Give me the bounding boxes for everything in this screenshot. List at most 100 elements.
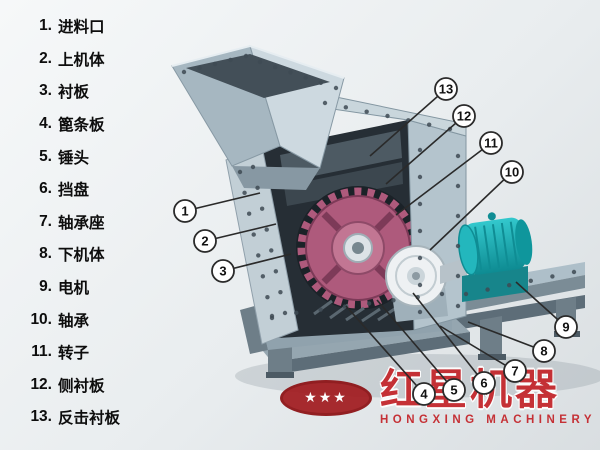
legend-item-number: 7. — [39, 212, 52, 230]
legend-item-label: 锤头 — [58, 149, 90, 167]
callout-line — [184, 192, 261, 212]
bolt-dot — [364, 109, 369, 114]
callout-line — [376, 299, 455, 391]
bolt-dot — [417, 147, 423, 153]
callout-line — [429, 171, 513, 251]
callout-circle — [412, 382, 436, 406]
callout-number: 7 — [511, 364, 518, 379]
bolt-dot — [455, 243, 461, 249]
callout-circle — [173, 199, 197, 223]
callout-circle — [442, 378, 466, 402]
bolt-dot — [269, 248, 274, 253]
legend-item-number: 8. — [39, 245, 52, 263]
legend-item-label: 进料口 — [58, 19, 105, 37]
legend-item-label: 挡盘 — [58, 182, 90, 200]
bolt-dot — [255, 185, 260, 191]
legend-item-number: 4. — [39, 115, 52, 133]
callout-circle — [532, 339, 556, 363]
legend-item: 12.侧衬板 — [12, 369, 120, 402]
bolt-dot — [417, 282, 423, 288]
bolt-dot — [455, 213, 461, 219]
callout-circle — [472, 371, 496, 395]
callout-number: 8 — [540, 344, 547, 359]
callout-number: 11 — [484, 136, 498, 151]
legend-item: 4.篦条板 — [12, 108, 120, 141]
bolt-dot — [250, 164, 256, 170]
legend-item: 1.进料口 — [12, 10, 120, 43]
legend-item: 9.电机 — [12, 271, 120, 304]
bolt-dot — [237, 169, 243, 175]
bolt-dot — [246, 211, 252, 216]
callout-number: 3 — [219, 264, 226, 279]
bolt-dot — [257, 59, 263, 65]
callout-6: 6 — [412, 292, 496, 395]
legend-item: 10.轴承 — [12, 303, 120, 336]
legend-item-number: 11. — [31, 343, 52, 361]
callout-number: 1 — [181, 204, 188, 219]
bolt-dot — [294, 310, 299, 316]
legend-item-label: 电机 — [58, 280, 90, 298]
bolt-dot — [303, 75, 308, 80]
bolt-dot — [273, 65, 278, 70]
legend-item-label: 上机体 — [58, 51, 105, 69]
bolt-dot — [251, 232, 256, 237]
bolt-dot — [417, 255, 423, 261]
legend-item: 2.上机体 — [12, 43, 120, 76]
bolt-dot — [269, 313, 275, 319]
callout-circle — [479, 131, 503, 155]
bolt-dot — [439, 291, 445, 297]
callout-13: 13 — [369, 77, 458, 157]
callout-line — [439, 325, 516, 372]
callout-number: 2 — [201, 234, 208, 249]
brand-logo-oval: ★★★ — [280, 379, 372, 416]
bolt-dot — [455, 183, 461, 189]
callout-circle — [554, 315, 578, 339]
callout-circle — [503, 359, 527, 383]
bolt-dot — [242, 190, 247, 196]
bolt-dot — [485, 287, 490, 292]
bolt-dot — [318, 80, 323, 86]
bolt-dot — [342, 304, 348, 309]
bolt-dot — [333, 85, 339, 91]
bolt-dot — [212, 61, 218, 67]
callout-number: 6 — [480, 376, 487, 391]
bolt-dot — [264, 227, 269, 232]
bolt-dot — [288, 70, 293, 75]
legend-item-label: 轴承座 — [58, 214, 105, 232]
bolt-dot — [571, 269, 577, 275]
callout-line — [369, 88, 447, 157]
callout-line — [204, 223, 277, 242]
callout-8: 8 — [467, 321, 556, 363]
bolt-dot — [343, 105, 349, 110]
bolt-dot — [256, 253, 261, 258]
callout-circle — [193, 229, 217, 253]
legend-item: 7. 轴承座 — [12, 206, 120, 239]
bolt-dot — [507, 283, 512, 288]
legend-item-number: 3. — [39, 82, 52, 100]
callout-3: 3 — [211, 253, 292, 283]
legend-item-label: 转子 — [58, 345, 90, 363]
bolt-dot — [455, 273, 461, 279]
legend-item-number: 10. — [30, 310, 52, 328]
legend-item-label: 下机体 — [58, 247, 105, 265]
bolt-dot — [417, 309, 423, 315]
callout-4: 4 — [345, 305, 436, 406]
bolt-dot — [417, 174, 423, 180]
bolt-dot — [417, 201, 423, 207]
brand-watermark: ★★★ 红星机器 HONGXING MACHINERY — [280, 369, 596, 426]
bolt-dot — [528, 278, 533, 283]
legend-item: 8. 下机体 — [12, 238, 120, 271]
legend-item: 5.锤头 — [12, 140, 120, 173]
callout-12: 12 — [385, 104, 476, 185]
callout-11: 11 — [395, 131, 503, 216]
callout-line — [395, 142, 492, 216]
bolt-dot — [318, 307, 323, 312]
callout-number: 4 — [420, 387, 428, 402]
callout-line — [385, 115, 465, 185]
legend-item-label: 侧衬板 — [58, 377, 105, 395]
grate-bars — [313, 299, 397, 323]
bolt-dot — [417, 228, 423, 234]
legend-item-number: 6. — [39, 180, 52, 198]
